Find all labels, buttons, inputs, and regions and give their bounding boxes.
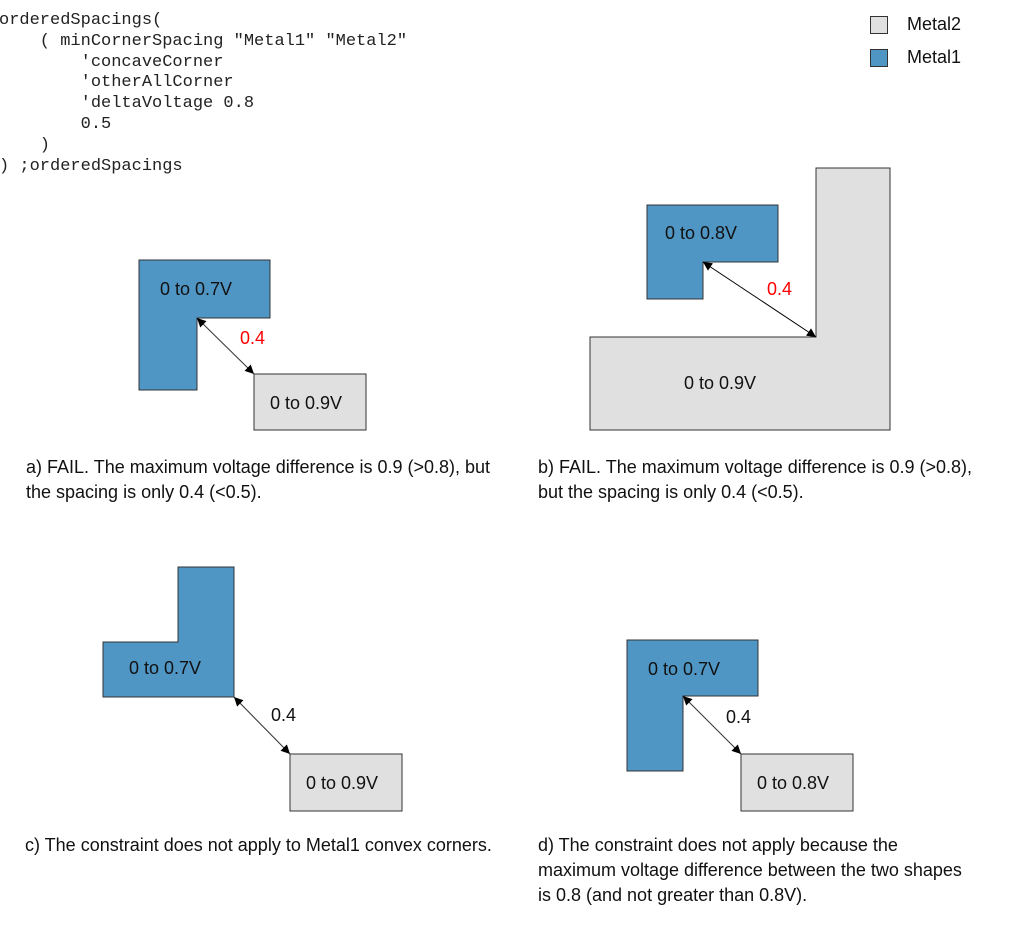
caption-d: d) The constraint does not apply because… [538,835,962,905]
spacing-arrow [196,317,255,375]
legend-swatch-metal2 [870,15,888,34]
panel-d: 0 to 0.7V 0 to 0.8V 0.4 [626,639,854,812]
legend-swatch-metal1 [870,48,888,67]
code-line: orderedSpacings( [0,11,163,30]
caption-b: b) FAIL. The maximum voltage difference … [538,457,973,502]
code-line: ) [0,135,51,155]
caption-c: c) The constraint does not apply to Meta… [25,835,492,855]
code-line: 'concaveCorner [0,52,224,72]
code-line: 0.5 [0,114,112,134]
spacing-label: 0.4 [726,707,751,727]
legend-item-metal2: Metal2 [870,14,961,35]
code-line: 'deltaVoltage 0.8 [0,94,255,114]
legend-item-metal1: Metal1 [870,47,961,68]
metal2-shape [253,373,367,431]
code-block: orderedSpacings( ( minCornerSpacing "Met… [0,11,407,177]
spacing-label: 0.4 [767,279,792,299]
code-line: 'otherAllCorner [0,73,234,93]
panel-c: 0 to 0.7V 0 to 0.9V 0.4 [102,566,403,812]
metal1-voltage-label: 0 to 0.7V [160,279,232,299]
metal1-voltage-label: 0 to 0.7V [129,658,201,678]
metal2-voltage-label: 0 to 0.9V [684,373,756,393]
metal2-shape [740,753,854,812]
metal1-voltage-label: 0 to 0.7V [648,659,720,679]
spacing-arrow [682,695,742,755]
code-line: ( minCornerSpacing "Metal1" "Metal2" [0,31,408,51]
spacing-label: 0.4 [240,328,265,348]
spacing-arrow [702,261,817,338]
panel-b: 0 to 0.8V 0 to 0.9V 0.4 [589,167,891,431]
legend-label-metal1: Metal1 [907,47,962,67]
panel-a: 0 to 0.7V 0 to 0.9V 0.4 [138,259,367,431]
metal2-voltage-label: 0 to 0.9V [306,773,378,793]
spacing-arrow [233,696,291,755]
metal1-shape [646,204,779,300]
metal2-voltage-label: 0 to 0.9V [270,393,342,413]
legend-label-metal2: Metal2 [907,14,962,34]
metal1-shape [102,566,235,698]
caption-a: a) FAIL. The maximum voltage difference … [26,457,491,502]
code-line: ) ;orderedSpacings [0,156,183,176]
metal1-voltage-label: 0 to 0.8V [665,223,737,243]
spacing-label: 0.4 [271,705,296,725]
metal2-voltage-label: 0 to 0.8V [757,773,829,793]
metal2-shape [289,753,403,812]
